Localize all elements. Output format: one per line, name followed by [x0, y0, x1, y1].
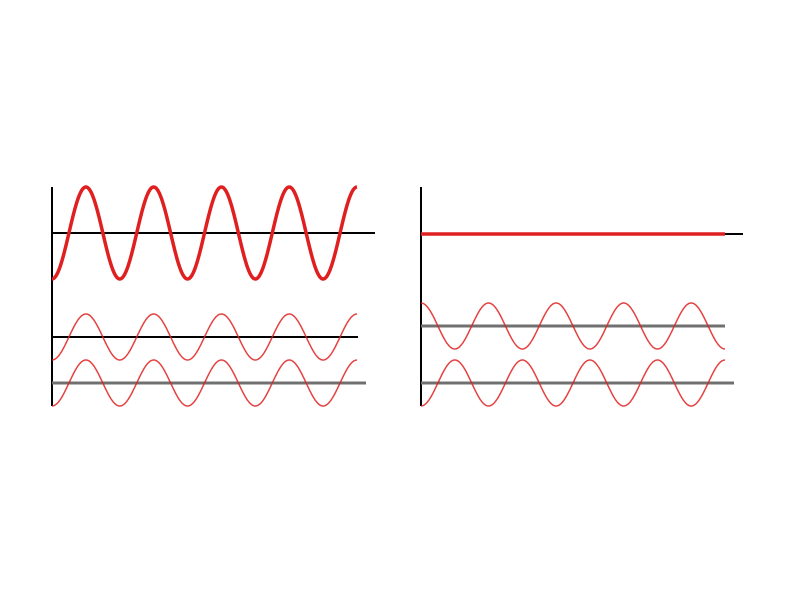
component-wave: [420, 359, 726, 407]
component-wave: [51, 313, 358, 361]
component-wave: [51, 359, 358, 407]
resultant-wave: [51, 185, 358, 281]
component-wave: [420, 302, 726, 350]
